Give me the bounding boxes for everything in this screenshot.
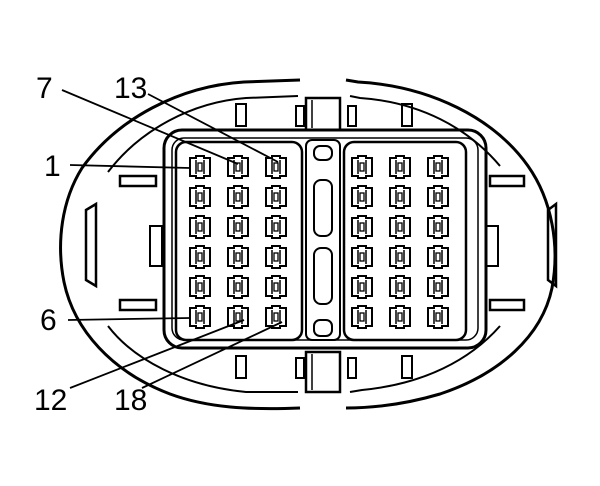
connector-body-inner xyxy=(171,137,479,341)
terminal-cavity-left-17 xyxy=(265,275,287,299)
terminal-cavity-left-9 xyxy=(227,215,249,239)
terminal-cavity-right-9 xyxy=(389,215,411,239)
terminal-cavity-right-14 xyxy=(427,185,449,209)
terminal-cavity-left-12 xyxy=(227,305,249,329)
top-latch xyxy=(304,96,342,132)
terminal-cavity-left-16 xyxy=(265,245,287,269)
terminal-cavity-left-3 xyxy=(189,215,211,239)
terminal-cavity-right-6 xyxy=(351,305,373,329)
terminal-cavity-right-16 xyxy=(427,245,449,269)
left-shell-inner xyxy=(107,95,299,173)
right-cavity-block xyxy=(342,140,468,342)
terminal-cavity-right-5 xyxy=(351,275,373,299)
terminal-cavity-left-13 xyxy=(265,155,287,179)
alignment-pegs xyxy=(235,103,413,379)
terminal-cavity-right-2 xyxy=(351,185,373,209)
callout-18: 18 xyxy=(114,384,147,417)
terminal-cavity-left-8 xyxy=(227,185,249,209)
terminal-cavity-right-4 xyxy=(351,245,373,269)
terminal-cavity-right-3 xyxy=(351,215,373,239)
leader-1 xyxy=(69,164,191,169)
center-divider xyxy=(305,139,341,341)
terminal-cavity-left-15 xyxy=(265,215,287,239)
right-shell-inner-bottom xyxy=(349,325,501,393)
callout-1: 1 xyxy=(44,150,61,183)
terminal-cavity-left-1 xyxy=(189,155,211,179)
right-shell-outline xyxy=(345,78,557,410)
leader-12 xyxy=(69,319,245,389)
terminal-cavity-right-11 xyxy=(389,275,411,299)
terminal-cavity-left-14 xyxy=(265,185,287,209)
terminal-cavity-left-7 xyxy=(227,155,249,179)
terminal-cavity-left-10 xyxy=(227,245,249,269)
left-shell-outline xyxy=(59,78,301,411)
terminal-cavity-right-18 xyxy=(427,305,449,329)
left-side-tabs xyxy=(84,174,163,312)
terminal-cavity-right-1 xyxy=(351,155,373,179)
terminal-cavity-right-10 xyxy=(389,245,411,269)
left-shell-inner-bottom xyxy=(107,325,298,393)
callout-6: 6 xyxy=(40,304,57,337)
leader-18 xyxy=(141,321,283,389)
terminal-cavity-left-6 xyxy=(189,305,211,329)
terminal-cavity-left-4 xyxy=(189,245,211,269)
leader-7 xyxy=(61,89,239,165)
terminal-cavity-right-8 xyxy=(389,185,411,209)
terminal-cavity-left-5 xyxy=(189,275,211,299)
callout-13: 13 xyxy=(114,72,147,105)
callout-leaders xyxy=(61,89,283,389)
terminal-cavity-right-15 xyxy=(427,215,449,239)
terminal-cavity-right-12 xyxy=(389,305,411,329)
callout-12: 12 xyxy=(34,384,67,417)
callout-7: 7 xyxy=(36,72,53,105)
leader-6 xyxy=(67,317,191,321)
terminal-cavity-left-2 xyxy=(189,185,211,209)
terminal-cavity-right-17 xyxy=(427,275,449,299)
connector-body xyxy=(162,128,488,350)
terminal-cavity-left-11 xyxy=(227,275,249,299)
bottom-latch xyxy=(304,350,342,394)
leader-13 xyxy=(147,93,279,163)
terminal-cavity-right-13 xyxy=(427,155,449,179)
right-side-tabs xyxy=(485,174,558,312)
terminal-cavity-right-7 xyxy=(389,155,411,179)
terminal-cavities-right xyxy=(351,155,449,329)
left-cavity-block xyxy=(174,140,304,342)
terminal-cavities-left xyxy=(189,155,287,329)
